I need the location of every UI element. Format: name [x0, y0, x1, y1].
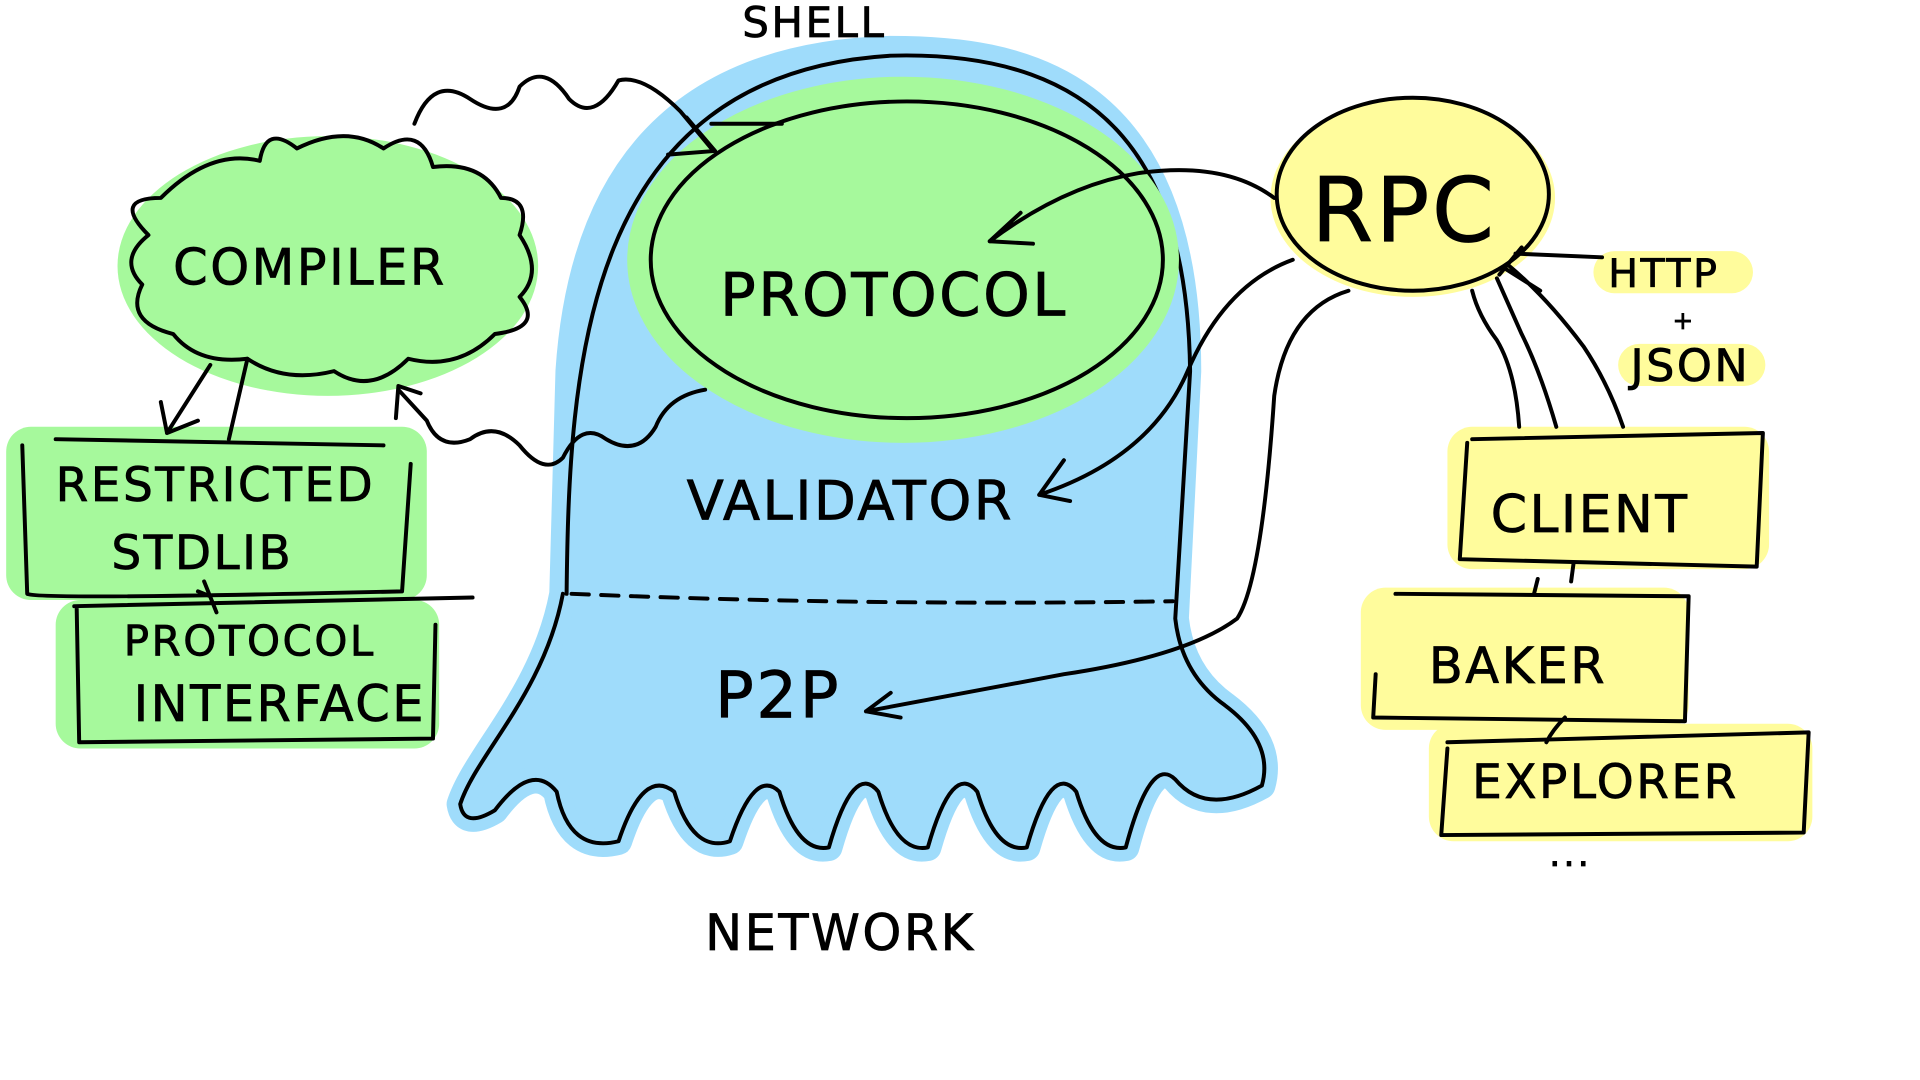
protocol-interface-line1: PROTOCOL — [124, 617, 376, 666]
rpc-node: RPC — [1270, 95, 1556, 297]
rpc-label: RPC — [1311, 159, 1496, 263]
connectors — [158, 74, 1626, 745]
baker-label: BAKER — [1429, 637, 1607, 695]
compiler-to-stdlib-arrows — [158, 356, 250, 442]
stdlib-interface-link — [195, 579, 219, 615]
rpc-to-p2p-arrow — [864, 288, 1351, 720]
client-label: CLIENT — [1491, 485, 1690, 545]
protocol-node: PROTOCOL — [627, 76, 1179, 443]
transport-line3: JSON — [1628, 340, 1751, 392]
shell-divider — [569, 591, 1175, 605]
compiler-to-protocol-arrow — [412, 74, 784, 157]
compiler-label: COMPILER — [173, 239, 447, 297]
client-node: CLIENT — [1447, 426, 1770, 570]
restricted-stdlib-line2: STDLIB — [111, 526, 293, 581]
protocol-to-compiler-arrow — [393, 384, 708, 467]
p2p-label: P2P — [715, 659, 841, 734]
client-baker-link — [1532, 560, 1576, 745]
network-label: NETWORK — [705, 904, 975, 962]
explorer-label: EXPLORER — [1472, 755, 1739, 810]
rpc-to-validator-arrow — [1037, 257, 1295, 504]
protocol-label: PROTOCOL — [720, 261, 1068, 330]
restricted-stdlib-node: RESTRICTED STDLIB — [6, 426, 427, 600]
transport-line2: + — [1673, 306, 1696, 335]
transport-line1: HTTP — [1608, 251, 1719, 297]
baker-node: BAKER — [1360, 587, 1691, 730]
restricted-stdlib-line1: RESTRICTED — [56, 458, 376, 513]
transport-annotation: HTTP + JSON — [1593, 251, 1766, 392]
compiler-node: COMPILER — [117, 134, 539, 396]
validator-label: VALIDATOR — [687, 469, 1014, 533]
explorer-node: EXPLORER — [1428, 723, 1813, 842]
rpc-to-protocol-arrow — [987, 168, 1277, 246]
protocol-interface-node: PROTOCOL INTERFACE — [55, 595, 475, 749]
more-label: ... — [1549, 832, 1592, 875]
protocol-interface-line2: INTERFACE — [134, 675, 426, 733]
shell-label: SHELL — [742, 0, 886, 47]
clients-to-rpc-arrows — [1470, 245, 1626, 429]
